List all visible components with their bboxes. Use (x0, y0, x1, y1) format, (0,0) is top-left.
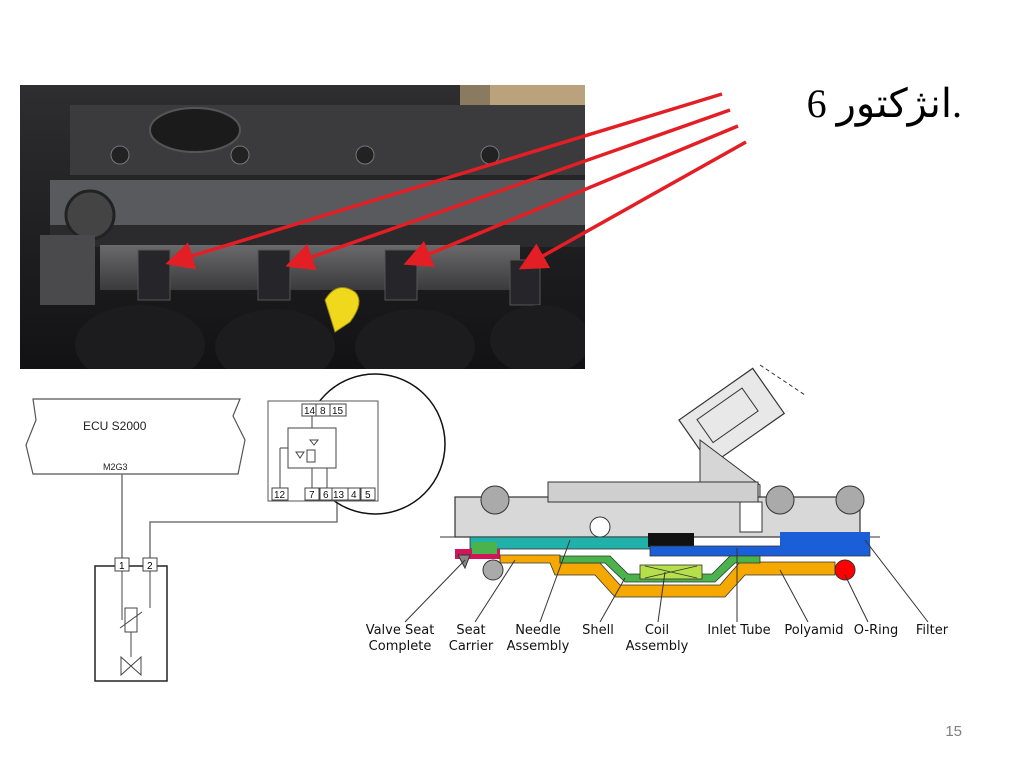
label-needle-line1: Needle (515, 623, 561, 638)
label-valve-seat-line2: Complete (369, 639, 432, 654)
valve-seat-green-shape (472, 542, 497, 554)
arrow-injector-4 (518, 140, 747, 270)
label-valve-seat-line1: Valve Seat (366, 623, 435, 638)
relay-box: 14 8 15 12 7 6 13 4 5 (267, 373, 446, 515)
arrow-injector-1 (165, 92, 723, 270)
filter-shape (780, 532, 870, 548)
label-polyamid: Polyamid (784, 623, 843, 638)
label-shell: Shell (582, 623, 614, 638)
shell-shape (559, 555, 761, 583)
injector-symbol: 1 2 (94, 557, 168, 682)
part-leader-lines (404, 539, 929, 623)
injector-cross-section: Valve Seat Complete Seat Carrier Needle … (366, 364, 949, 654)
label-filter: Filter (916, 623, 949, 638)
relay-pin-13: 13 (333, 490, 345, 501)
slide-title-text: انژکتور (836, 81, 952, 126)
relay-pin-15: 15 (332, 406, 344, 417)
relay-pin-5: 5 (365, 490, 371, 501)
label-coil-line1: Coil (645, 623, 669, 638)
label-seat-carrier-line1: Seat (456, 623, 485, 638)
o-ring-shape (834, 559, 856, 581)
spring-shape (648, 533, 694, 547)
label-coil-line2: Assembly (626, 639, 689, 654)
wiring-lines (121, 474, 338, 560)
relay-pin-12: 12 (274, 490, 286, 501)
relay-pin-4: 4 (351, 490, 357, 501)
arrow-injector-2 (285, 108, 731, 271)
ecu-label: ECU S2000 (83, 419, 147, 433)
injector-pointer-arrows (165, 92, 747, 271)
injector-pin-2: 2 (147, 561, 153, 572)
ecu-box: ECU S2000 M2G3 (25, 398, 246, 475)
relay-pin-6: 6 (323, 490, 329, 501)
arrow-injector-3 (403, 124, 739, 267)
slide-title-number: 6. (806, 81, 962, 126)
label-needle-line2: Assembly (507, 639, 570, 654)
label-seat-carrier-line2: Carrier (449, 639, 494, 654)
page-number: 15 (945, 723, 962, 740)
ecu-pin-label: M2G3 (103, 462, 128, 472)
label-inlet-tube: Inlet Tube (707, 623, 770, 638)
relay-pin-8: 8 (320, 406, 326, 417)
slide-title: انژکتور 6. (797, 80, 962, 127)
relay-pin-14: 14 (304, 406, 316, 417)
injector-pin-1: 1 (119, 561, 125, 572)
label-o-ring: O-Ring (854, 623, 898, 638)
relay-pin-7: 7 (309, 490, 315, 501)
